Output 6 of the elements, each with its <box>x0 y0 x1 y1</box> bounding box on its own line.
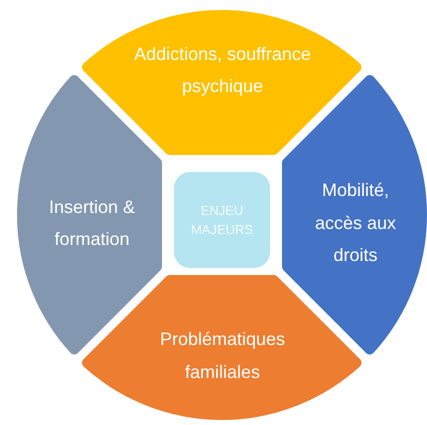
segment-label: Mobilité, accès aux droits <box>314 179 398 268</box>
center-box <box>174 172 270 268</box>
center-label: ENJEU MAJEURS <box>190 202 254 239</box>
segment-label: Addictions, souffrance psychique <box>133 42 312 98</box>
segment-label: Problématiques familiales <box>158 328 286 384</box>
segment-label: Insertion & formation <box>48 196 136 251</box>
